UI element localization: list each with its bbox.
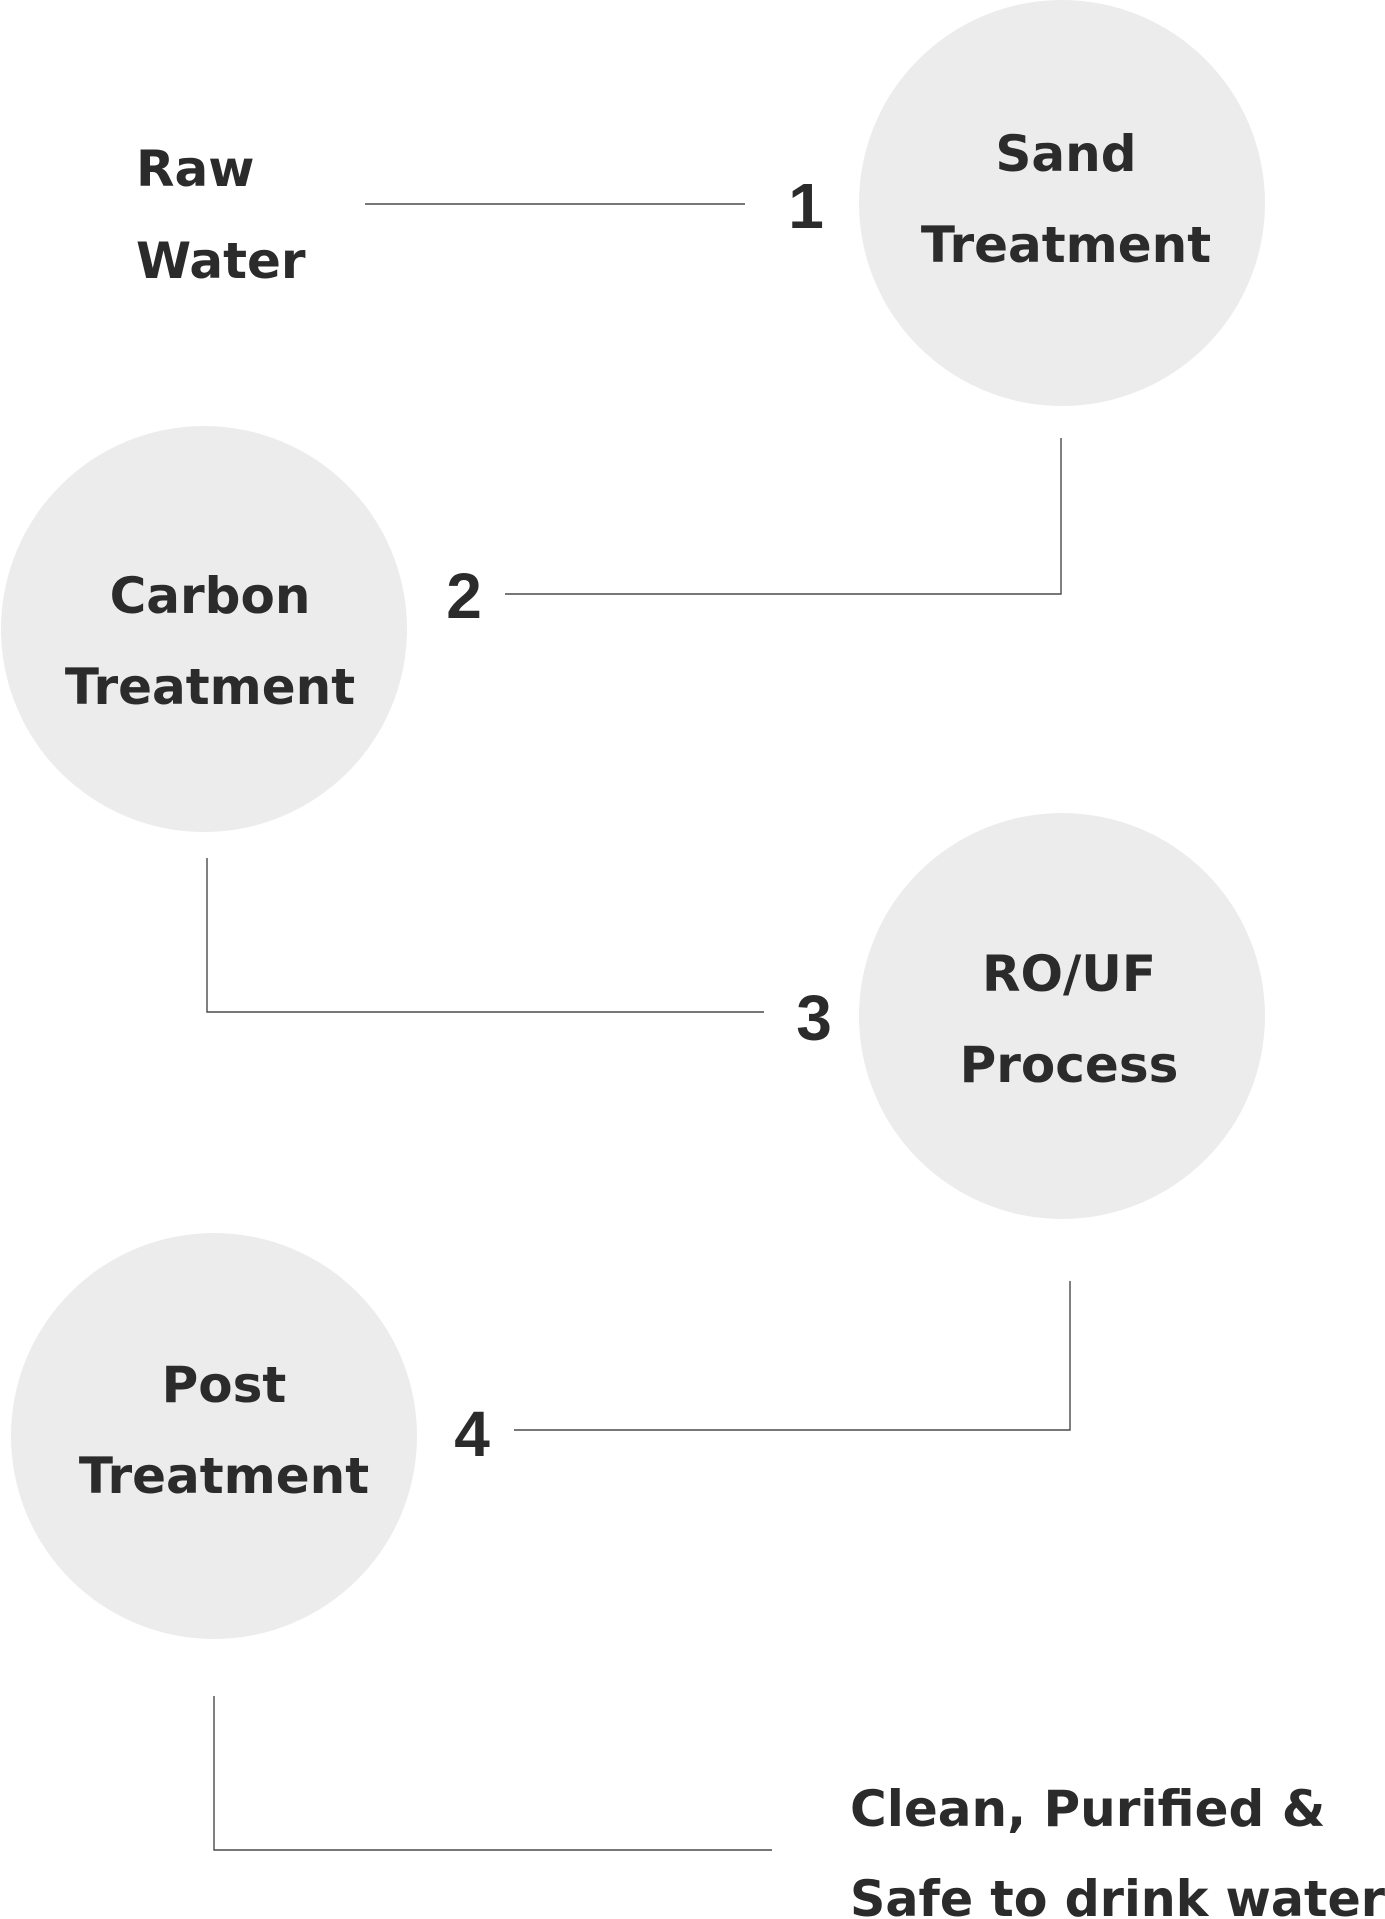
result-label-line1: Clean, Purified & bbox=[850, 1780, 1325, 1838]
result-label-line2: Safe to drink water bbox=[850, 1870, 1385, 1919]
connector-carbon-to-rouf bbox=[206, 858, 764, 1013]
connector-rouf-to-post bbox=[514, 1281, 1071, 1431]
stage-label-sand-line2: Treatment bbox=[921, 216, 1211, 274]
stage-circle-post bbox=[11, 1233, 417, 1639]
stage-label-post-line2: Treatment bbox=[79, 1447, 369, 1505]
step-number-2: 2 bbox=[446, 560, 482, 632]
step-number-4: 4 bbox=[454, 1398, 490, 1470]
source-label-line2: Water bbox=[136, 232, 306, 290]
stage-label-sand-line1: Sand bbox=[995, 125, 1136, 183]
stage-circle-rouf bbox=[859, 813, 1265, 1219]
stage-label-rouf-line2: Process bbox=[960, 1036, 1179, 1094]
stage-circle-carbon bbox=[1, 426, 407, 832]
connector-sand-to-carbon bbox=[505, 438, 1062, 595]
step-number-3: 3 bbox=[796, 982, 832, 1054]
step-number-1: 1 bbox=[788, 170, 824, 242]
connector-post-to-result bbox=[213, 1696, 772, 1851]
stage-label-carbon-line1: Carbon bbox=[110, 567, 311, 625]
stage-label-carbon-line2: Treatment bbox=[65, 658, 355, 716]
stage-label-rouf-line1: RO/UF bbox=[982, 945, 1156, 1003]
source-label-line1: Raw bbox=[136, 140, 254, 198]
stage-circle-sand bbox=[859, 0, 1265, 406]
stage-label-post-line1: Post bbox=[162, 1356, 287, 1414]
